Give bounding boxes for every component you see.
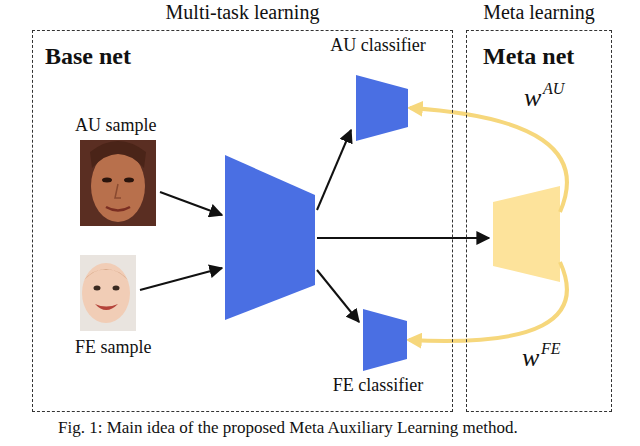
sample-label: AU sample — [75, 115, 156, 136]
classifier-node: AU classifier — [321, 35, 435, 145]
weight-symbol: w — [524, 84, 541, 112]
group-box: Multi-task learningBase netAU sampleFE s… — [32, 30, 453, 412]
figure-caption: Fig. 1: Main idea of the proposed Meta A… — [58, 418, 518, 438]
classifier-shape — [363, 309, 407, 371]
sample-label: FE sample — [75, 337, 152, 358]
classifier-node: FE classifier — [321, 307, 435, 411]
superscript-label: FE — [541, 340, 561, 358]
sample-node: AU sample — [75, 115, 185, 139]
weight-symbol: w — [522, 344, 539, 372]
group-heading: Multi-task learning — [33, 1, 452, 27]
meta-net-shape — [493, 186, 560, 282]
group-heading: Meta learning — [467, 1, 611, 27]
encoder-shape — [225, 155, 315, 320]
au-face-image — [80, 140, 156, 226]
sample-node: FE sample — [75, 337, 185, 361]
weight-arrow — [409, 262, 567, 341]
group-title: Meta net — [483, 43, 574, 70]
weight-arrow — [410, 108, 567, 212]
classifier-shape — [356, 75, 408, 141]
data-flow-arrows — [140, 130, 489, 322]
fe-face-image — [80, 255, 136, 331]
superscript-label: AU — [543, 80, 564, 98]
group-title: Base net — [45, 43, 131, 70]
classifier-label: AU classifier — [321, 35, 435, 56]
classifier-label: FE classifier — [321, 375, 435, 396]
